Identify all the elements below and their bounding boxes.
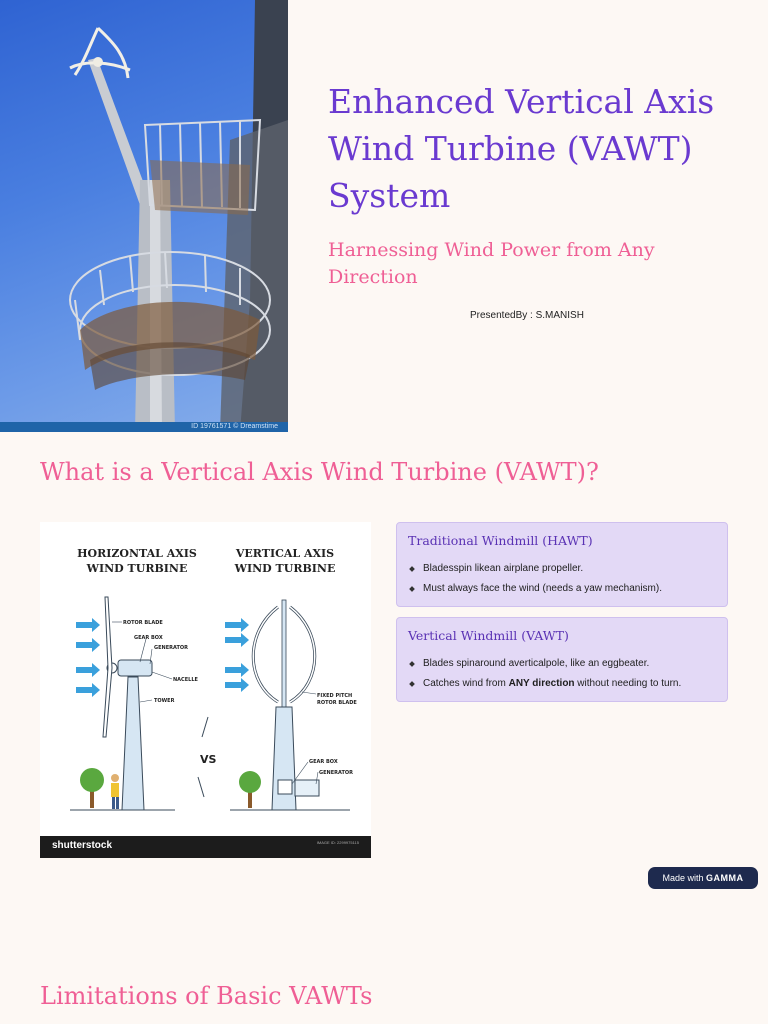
section-heading-what-is-vawt: What is a Vertical Axis Wind Turbine (VA… — [40, 458, 599, 486]
page-subtitle: Harnessing Wind Power from Any Direction — [328, 239, 655, 288]
label-vawt-generator: GENERATOR — [319, 770, 353, 776]
label-vawt-gear-box: GEAR BOX — [309, 759, 338, 765]
label-fixed-pitch: FIXED PITCH — [317, 693, 352, 699]
card-title-hawt: Traditional Windmill (HAWT) — [408, 533, 593, 548]
wind-arrows-hawt — [76, 618, 100, 697]
hawt-vs-vawt-illustration: HORIZONTAL AXIS WIND TURBINE VERTICAL AX… — [40, 522, 371, 858]
vawt-bullet-list: Blades spinaround averticalpole, like an… — [408, 654, 681, 694]
presenter-credit: PresentedBy : S.MANISH — [470, 310, 584, 321]
rich-text-after: without needing to turn. — [574, 678, 682, 689]
tree-icon-right — [239, 771, 261, 808]
hawt-caption-line2: WIND TURBINE — [86, 562, 188, 575]
vs-label: VS — [200, 753, 217, 766]
shutterstock-bar: shutterstock IMAGE ID: 2299975115 — [40, 836, 371, 858]
label-generator: GENERATOR — [154, 645, 188, 651]
person-icon — [111, 774, 119, 809]
label-vawt-rotor-blade: ROTOR BLADE — [317, 700, 357, 706]
made-with-gamma-badge[interactable]: Made with GAMMA — [648, 867, 758, 889]
page-title: Enhanced Vertical Axis Wind Turbine (VAW… — [328, 82, 715, 215]
wind-arrows-vawt — [225, 618, 249, 692]
badge-prefix: Made with — [662, 873, 704, 883]
rich-text-before: Catches wind from — [423, 678, 509, 689]
hawt-caption-line1: HORIZONTAL AXIS — [77, 547, 197, 560]
vawt-caption-line2: WIND TURBINE — [234, 562, 336, 575]
hero-photo: ID 19761571 © Dreamstime — [0, 0, 288, 432]
photo-caption: ID 19761571 © Dreamstime — [191, 423, 278, 430]
list-item: Must always face the wind (needs a yaw m… — [408, 579, 662, 599]
hawt-bullet-list: Bladesspin likean airplane propeller. Mu… — [408, 559, 662, 599]
vawt-caption-line1: VERTICAL AXIS — [235, 547, 334, 560]
photo-caption-strip: ID 19761571 © Dreamstime — [0, 422, 288, 432]
rich-text-bold: ANY direction — [508, 678, 575, 689]
label-tower: TOWER — [154, 698, 175, 704]
label-rotor-blade: ROTOR BLADE — [123, 620, 163, 626]
section-heading-limitations: Limitations of Basic VAWTs — [40, 982, 373, 1010]
gamma-logo: GAMMA — [706, 873, 744, 883]
tower-illustration — [69, 0, 288, 432]
list-item: Bladesspin likean airplane propeller. — [408, 559, 662, 579]
card-vertical-windmill: Vertical Windmill (VAWT) Blades spinarou… — [396, 617, 728, 702]
card-traditional-windmill: Traditional Windmill (HAWT) Bladesspin l… — [396, 522, 728, 607]
card-title-vawt: Vertical Windmill (VAWT) — [408, 628, 569, 643]
shutterstock-image-id: IMAGE ID: 2299975115 — [316, 840, 359, 845]
tree-icon — [80, 768, 104, 808]
label-nacelle: NACELLE — [173, 677, 199, 683]
list-item: Blades spinaround averticalpole, like an… — [408, 654, 681, 674]
label-gear-box: GEAR BOX — [134, 635, 163, 641]
shutterstock-logo: shutterstock — [52, 840, 113, 851]
list-item-rich: Catches wind from ANY direction without … — [408, 674, 681, 694]
